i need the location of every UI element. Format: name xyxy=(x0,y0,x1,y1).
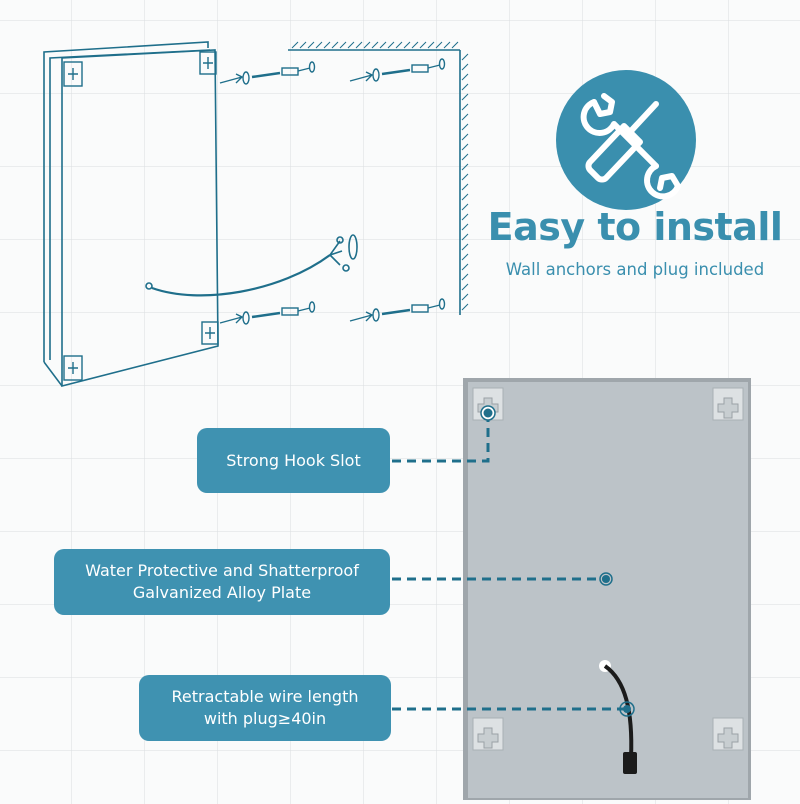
callout-alloy-plate: Water Protective and Shatterproof Galvan… xyxy=(54,549,390,615)
subheadline: Wall anchors and plug included xyxy=(505,260,765,279)
callout-wire-length: Retractable wire length with plug≥40in xyxy=(139,675,391,741)
headline: Easy to install xyxy=(487,205,783,249)
callout-hook-slot-label: Strong Hook Slot xyxy=(226,450,361,470)
callout-wire-length-label: Retractable wire length with plug≥40in xyxy=(171,687,359,728)
installation-diagram xyxy=(30,30,480,400)
callout-hook-slot: Strong Hook Slot xyxy=(197,428,390,493)
wrench-screwdriver-icon xyxy=(556,70,696,210)
mirror-back-panel xyxy=(455,370,765,800)
callout-alloy-plate-label: Water Protective and Shatterproof Galvan… xyxy=(85,561,359,602)
